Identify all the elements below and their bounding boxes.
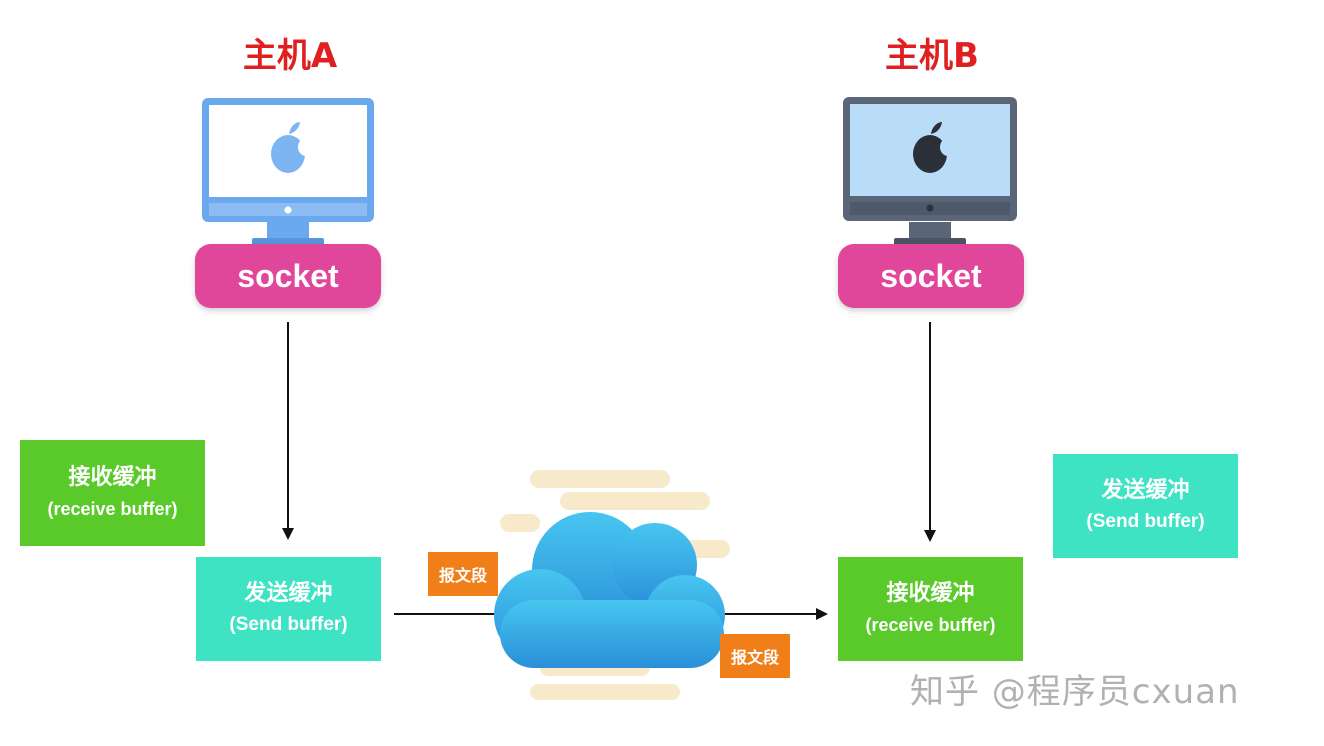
host-b-send-buffer: 发送缓冲 (Send buffer) xyxy=(1053,454,1238,558)
socket-a-label: socket xyxy=(237,257,339,294)
host-b-send-buffer-zh: 发送缓冲 xyxy=(1101,478,1190,503)
host-a-send-buffer-zh: 发送缓冲 xyxy=(244,581,333,606)
host-a-send-buffer-en: (Send buffer) xyxy=(229,614,348,635)
host-a-label: 主机A xyxy=(242,36,338,76)
host-b-label: 主机B xyxy=(885,36,979,76)
host-a-send-buffer: 发送缓冲 (Send buffer) xyxy=(196,557,381,661)
segment-tag-right: 报文段 xyxy=(720,634,790,678)
socket-b-label: socket xyxy=(880,257,982,294)
apple-logo-icon xyxy=(271,122,314,173)
watermark: 知乎 @程序员cxuan xyxy=(910,672,1240,712)
host-b-receive-buffer: 接收缓冲 (receive buffer) xyxy=(838,557,1023,661)
monitor-b-icon xyxy=(843,97,1017,246)
apple-logo-icon xyxy=(913,122,956,173)
monitor-a-icon xyxy=(202,98,374,246)
socket-a[interactable]: socket xyxy=(195,244,381,308)
host-b-receive-buffer-en: (receive buffer) xyxy=(865,615,996,635)
host-a-receive-buffer: 接收缓冲 (receive buffer) xyxy=(20,440,205,546)
host-a-receive-buffer-zh: 接收缓冲 xyxy=(68,465,157,490)
host-a-receive-buffer-en: (receive buffer) xyxy=(47,499,178,519)
cloud-icon xyxy=(494,512,725,668)
host-b-send-buffer-en: (Send buffer) xyxy=(1086,511,1205,532)
socket-b[interactable]: socket xyxy=(838,244,1024,308)
host-b-receive-buffer-zh: 接收缓冲 xyxy=(886,581,975,606)
segment-tag-left: 报文段 xyxy=(428,552,498,596)
